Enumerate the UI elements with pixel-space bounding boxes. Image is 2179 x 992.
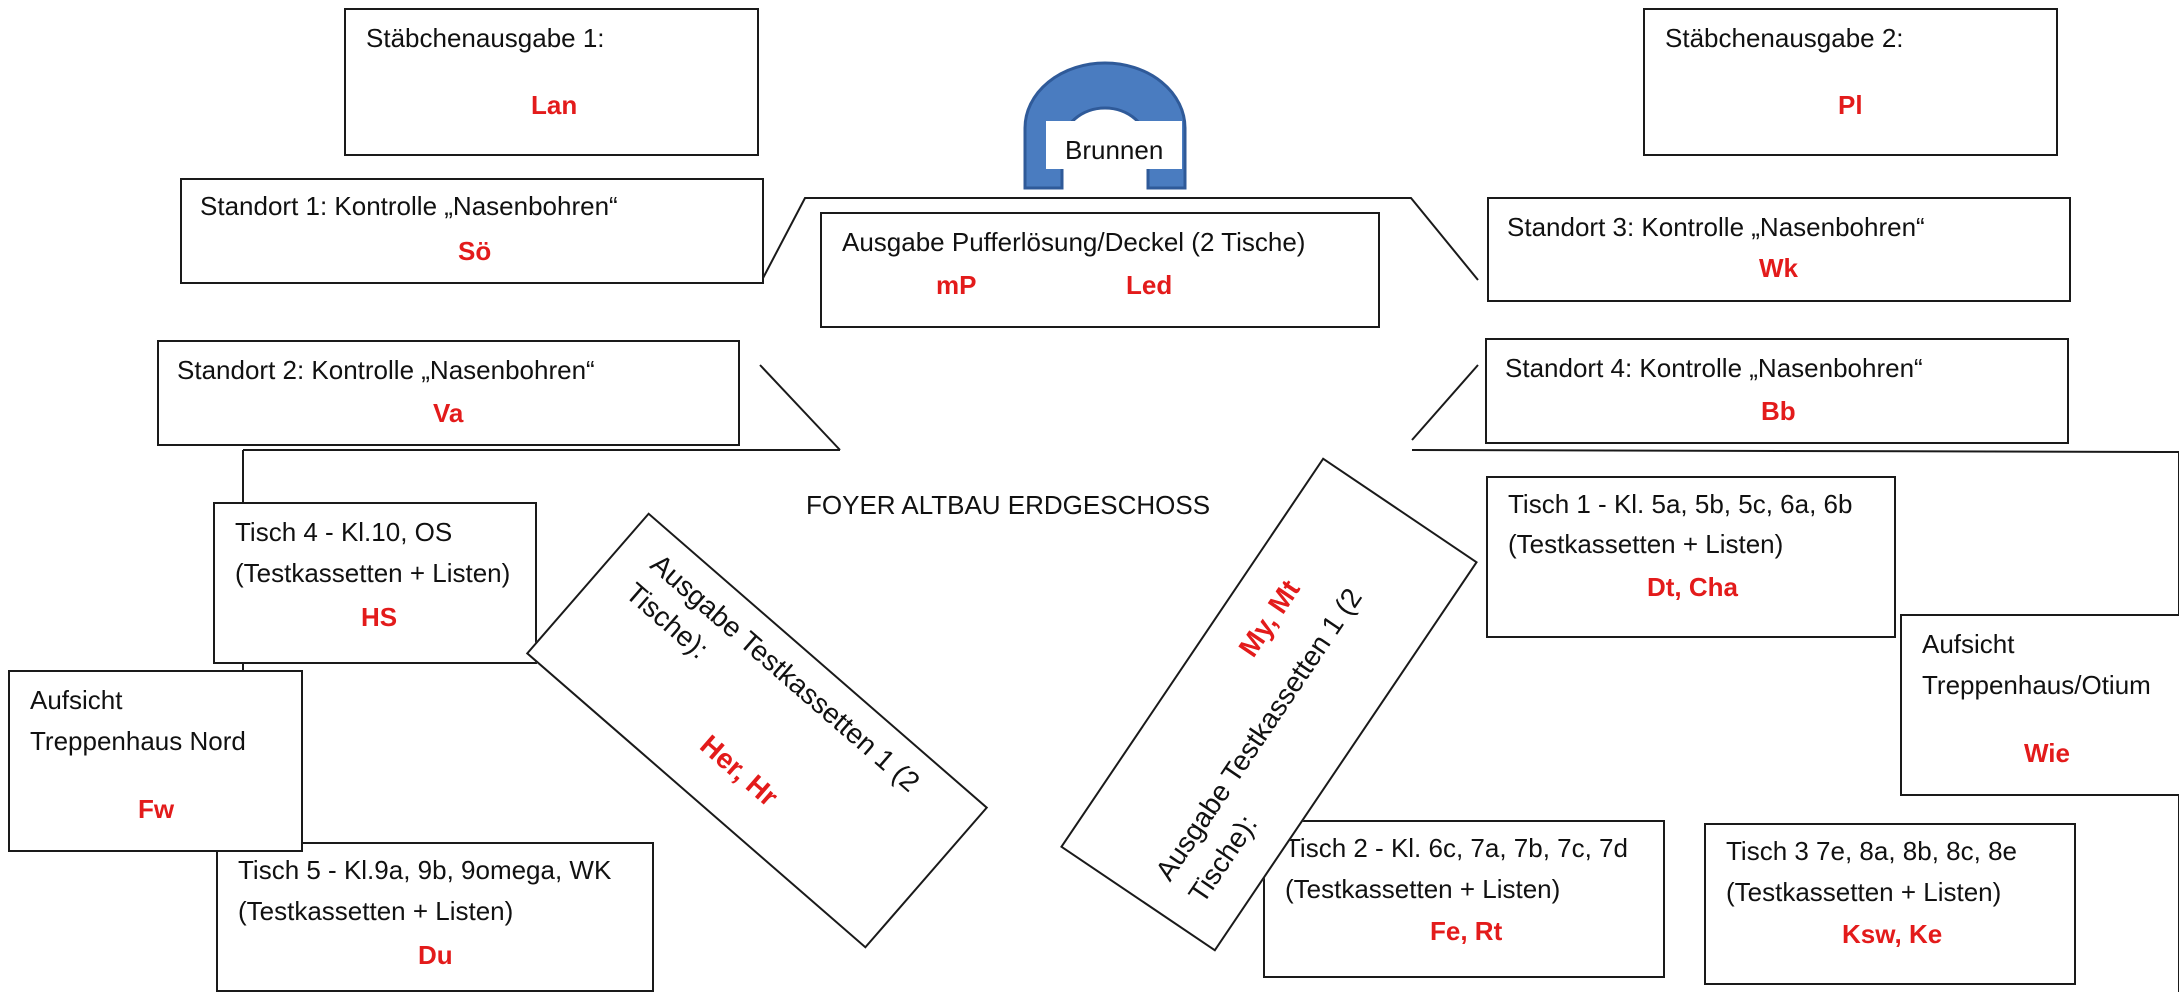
standort-1-assignee: Sö [458, 236, 492, 266]
wall-line-right-diag [1411, 364, 1479, 441]
testkassetten-left-assignee: Her, Hr [694, 728, 785, 813]
aufsicht-nord-assignee: Fw [138, 794, 175, 824]
puffer-assignee-1: mP [936, 270, 977, 300]
tisch-2-line2: (Testkassetten + Listen) [1285, 874, 1561, 904]
tisch-5-assignee: Du [418, 940, 453, 970]
aufsicht-nord-line1: Aufsicht [30, 685, 123, 715]
aufsicht-otium-assignee: Wie [2024, 738, 2070, 768]
staebchen-1-assignee: Lan [531, 90, 578, 120]
aufsicht-nord-box: Aufsicht Treppenhaus Nord Fw [8, 670, 303, 852]
tisch-1-line1: Tisch 1 - Kl. 5a, 5b, 5c, 6a, 6b [1508, 489, 1853, 519]
standort-4-box: Standort 4: Kontrolle „Nasenbohren“ Bb [1485, 338, 2069, 444]
fountain-icon [1023, 61, 1187, 190]
staebchen-1-box: Stäbchenausgabe 1: Lan [344, 8, 759, 156]
tisch-5-box: Tisch 5 - Kl.9a, 9b, 9omega, WK (Testkas… [216, 842, 654, 992]
tisch-4-line1: Tisch 4 - Kl.10, OS [235, 517, 453, 547]
puffer-box: Ausgabe Pufferlösung/Deckel (2 Tische) m… [820, 212, 1380, 328]
puffer-title: Ausgabe Pufferlösung/Deckel (2 Tische) [842, 227, 1306, 257]
tisch-5-line2: (Testkassetten + Listen) [238, 896, 514, 926]
aufsicht-otium-line1: Aufsicht [1922, 629, 2015, 659]
aufsicht-otium-box: Aufsicht Treppenhaus/Otium Wie [1900, 614, 2179, 796]
tisch-4-assignee: HS [361, 602, 398, 632]
staebchen-2-box: Stäbchenausgabe 2: Pl [1643, 8, 2058, 156]
tisch-3-line2: (Testkassetten + Listen) [1726, 877, 2002, 907]
standort-1-box: Standort 1: Kontrolle „Nasenbohren“ Sö [180, 178, 764, 284]
staebchen-2-assignee: Pl [1838, 90, 1863, 120]
tisch-1-line2: (Testkassetten + Listen) [1508, 529, 1784, 559]
standort-2-assignee: Va [433, 398, 464, 428]
standort-1-title: Standort 1: Kontrolle „Nasenbohren“ [200, 191, 618, 221]
standort-3-title: Standort 3: Kontrolle „Nasenbohren“ [1507, 212, 1925, 242]
tisch-2-line1: Tisch 2 - Kl. 6c, 7a, 7b, 7c, 7d [1285, 833, 1628, 863]
puffer-assignee-2: Led [1126, 270, 1173, 300]
tisch-3-box: Tisch 3 7e, 8a, 8b, 8c, 8e (Testkassette… [1704, 823, 2076, 985]
standort-3-assignee: Wk [1759, 253, 1798, 283]
tisch-4-line2: (Testkassetten + Listen) [235, 558, 511, 588]
aufsicht-nord-line2: Treppenhaus Nord [30, 726, 246, 756]
tisch-4-box: Tisch 4 - Kl.10, OS (Testkassetten + Lis… [213, 502, 537, 664]
fountain-label [1046, 121, 1182, 169]
wall-line-left-upper [759, 364, 841, 451]
wall-line-top [761, 197, 1479, 281]
tisch-1-box: Tisch 1 - Kl. 5a, 5b, 5c, 6a, 6b (Testka… [1486, 476, 1896, 638]
tisch-2-box: Tisch 2 - Kl. 6c, 7a, 7b, 7c, 7d (Testka… [1263, 820, 1665, 978]
staebchen-2-title: Stäbchenausgabe 2: [1665, 23, 1904, 53]
standort-4-assignee: Bb [1761, 396, 1796, 426]
standort-3-box: Standort 3: Kontrolle „Nasenbohren“ Wk [1487, 197, 2071, 302]
tisch-1-assignee: Dt, Cha [1647, 572, 1738, 602]
standort-4-title: Standort 4: Kontrolle „Nasenbohren“ [1505, 353, 1923, 383]
tisch-3-assignee: Ksw, Ke [1842, 919, 1943, 949]
aufsicht-otium-line2: Treppenhaus/Otium [1922, 670, 2151, 700]
wall-line-right [1411, 449, 2179, 615]
standort-2-box: Standort 2: Kontrolle „Nasenbohren“ Va [157, 340, 740, 446]
tisch-3-line1: Tisch 3 7e, 8a, 8b, 8c, 8e [1726, 836, 2017, 866]
tisch-5-line1: Tisch 5 - Kl.9a, 9b, 9omega, WK [238, 855, 612, 885]
fountain-label-text: Brunnen [1065, 135, 1164, 165]
tisch-2-assignee: Fe, Rt [1430, 916, 1503, 946]
foyer-label: FOYER ALTBAU ERDGESCHOSS [806, 490, 1211, 520]
staebchen-1-title: Stäbchenausgabe 1: [366, 23, 605, 53]
standort-2-title: Standort 2: Kontrolle „Nasenbohren“ [177, 355, 595, 385]
